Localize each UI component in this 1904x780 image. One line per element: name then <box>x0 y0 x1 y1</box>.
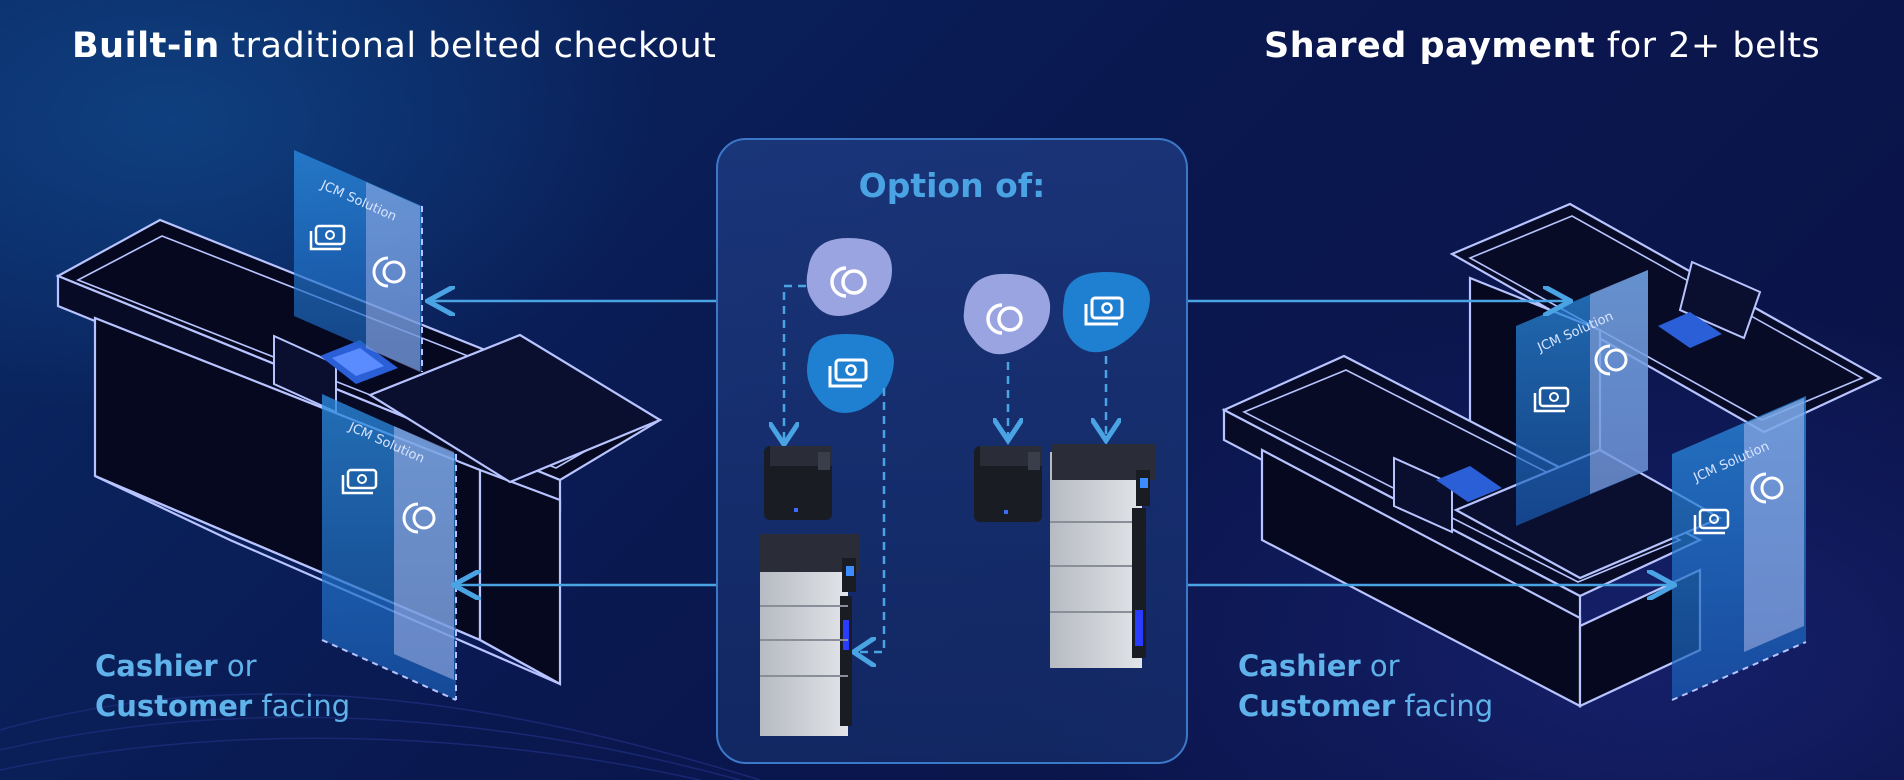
options-title: Option of: <box>858 166 1046 205</box>
left-heading-bold: Built-in <box>72 26 220 66</box>
dashed-arrow-a2 <box>856 388 886 652</box>
right-caption: Cashier or Customer facing <box>1238 646 1493 726</box>
right-kiosk-back: JCM Solution <box>1516 270 1648 526</box>
coin-icon <box>830 266 867 298</box>
cash-icon <box>341 468 378 495</box>
left-caption-line1: Cashier or <box>95 649 257 683</box>
coin-icon <box>372 256 406 288</box>
right-heading-rest: for 2+ belts <box>1595 26 1821 66</box>
note-recycler-device <box>760 534 860 736</box>
left-heading: Built-in traditional belted checkout <box>72 26 716 66</box>
card-terminal-icon <box>1393 260 1762 534</box>
right-caption-line1: Cashier or <box>1238 649 1400 683</box>
option-a-coin-badge <box>806 238 892 316</box>
background-swoosh <box>0 693 761 780</box>
option-b-coin-badge <box>963 273 1051 355</box>
cash-icon <box>1084 296 1124 326</box>
dashed-arrow-a1 <box>784 284 806 442</box>
left-heading-rest: traditional belted checkout <box>219 26 717 66</box>
coin-icon <box>1750 472 1784 504</box>
coin-icon <box>402 502 436 534</box>
cash-icon <box>1693 508 1730 535</box>
right-kiosk-front: JCM Solution <box>1671 396 1807 701</box>
option-b-cash-badge <box>1062 272 1150 353</box>
note-recycler-device <box>1050 444 1156 668</box>
coin-icon <box>1594 344 1628 376</box>
left-kiosk-front: JCM Solution <box>321 394 457 701</box>
cash-icon <box>309 224 346 251</box>
right-heading: Shared payment for 2+ belts <box>1264 26 1820 66</box>
right-caption-line2: Customer facing <box>1238 689 1494 723</box>
cash-icon <box>828 358 868 388</box>
left-caption-line2: Customer facing <box>95 689 351 723</box>
left-kiosk-back: JCM Solution <box>294 150 423 372</box>
connector-arrows <box>430 301 1672 585</box>
right-heading-bold: Shared payment <box>1264 26 1596 66</box>
coin-recycler-device <box>974 446 1042 522</box>
coin-recycler-device <box>764 446 832 520</box>
coin-icon <box>986 303 1023 335</box>
left-caption: Cashier or Customer facing <box>95 646 350 726</box>
option-a-cash-badge <box>807 334 894 413</box>
cash-icon <box>1533 386 1570 413</box>
